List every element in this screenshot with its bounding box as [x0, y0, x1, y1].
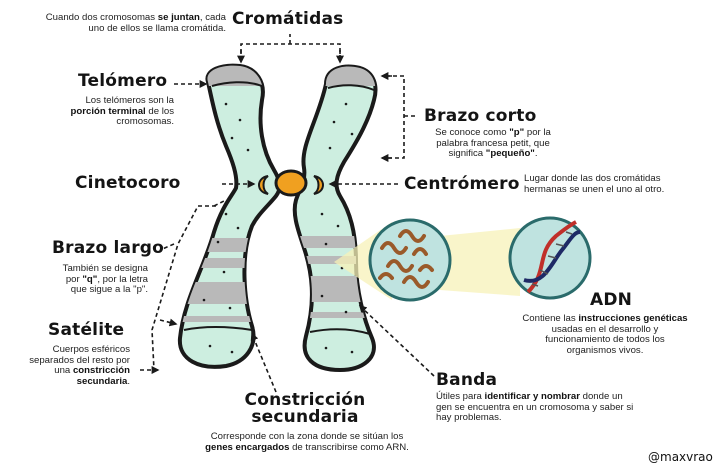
constriccion-title-line2: secundaria	[251, 407, 359, 427]
centromero-title: Centrómero	[404, 174, 520, 194]
cinetocoro-title: Cinetocoro	[75, 173, 181, 193]
kinetochore-left	[258, 175, 269, 195]
cromatidas-description: Cuando dos cromosomas se juntan, cada un…	[45, 12, 226, 34]
connector-lines	[140, 34, 435, 393]
banda-description: Útiles para identificar y nombrar donde …	[436, 391, 634, 423]
constriccion-secundaria-title: Constricción secundaria	[240, 392, 370, 426]
banda-title: Banda	[436, 370, 498, 390]
constriccion-title-line1: Constricción	[244, 390, 366, 410]
centromere	[258, 169, 324, 197]
satelite-description: Cuerpos esféricos separados del resto po…	[29, 344, 130, 387]
centromero-description: Lugar donde las dos cromátidas hermanas …	[524, 173, 665, 195]
cromatidas-title: Cromátidas	[232, 9, 344, 29]
constriccion-secundaria-description: Corresponde con la zona donde se sitúan …	[205, 431, 409, 453]
telomero-description: Los telómeros son la porción terminal de…	[70, 95, 174, 127]
brazo-corto-description: Se conoce como "p" por la palabra france…	[435, 127, 551, 159]
right-chromatid	[292, 64, 378, 372]
telomero-title: Telómero	[78, 71, 168, 91]
telomere-band-left	[179, 65, 280, 86]
chromatin-zoom-circle	[368, 218, 452, 302]
kinetochore-right	[313, 175, 324, 195]
dna-helix-circle	[508, 216, 592, 300]
left-chromatid	[177, 63, 282, 369]
adn-title: ADN	[590, 290, 633, 310]
author-watermark: @maxvrao	[648, 450, 713, 464]
brazo-largo-description: También se designa por "q", por la letra…	[62, 263, 148, 295]
satelite-title: Satélite	[48, 320, 125, 340]
brazo-corto-title: Brazo corto	[424, 106, 537, 126]
brazo-largo-title: Brazo largo	[52, 238, 165, 258]
adn-description: Contiene las instrucciones genéticas usa…	[522, 313, 688, 356]
